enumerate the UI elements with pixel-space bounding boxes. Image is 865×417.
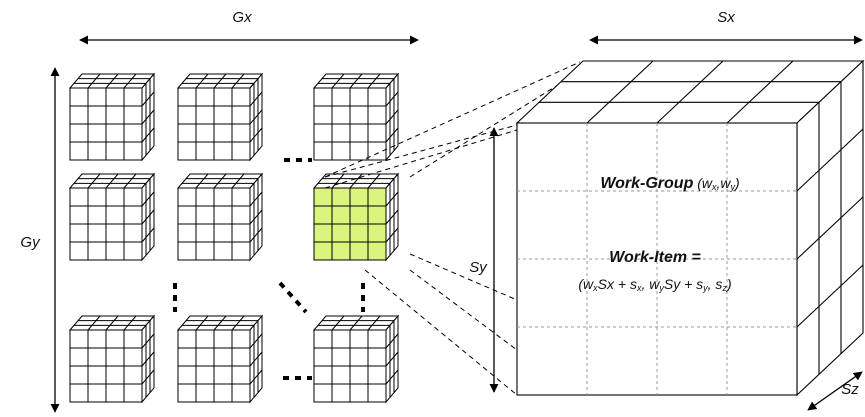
- work-group-sub-y: y: [730, 182, 736, 192]
- work-group-cube: [68, 172, 156, 262]
- sz-label: Sz: [841, 381, 859, 398]
- work-item-f1: (w: [578, 276, 594, 292]
- work-group-cube-expanded: [515, 59, 865, 397]
- work-item-s3: y: [658, 283, 664, 293]
- work-group-cube: [68, 72, 156, 162]
- work-item-f2: Sx + s: [598, 276, 637, 292]
- work-item-s1: x: [592, 283, 598, 293]
- work-group-coords-close: ): [733, 175, 740, 191]
- work-item-f4: Sy + s: [664, 276, 703, 292]
- work-item-f6: ): [725, 276, 732, 292]
- work-group-coords-sep: ,w: [717, 175, 732, 191]
- sz-arrow: [807, 371, 863, 411]
- ellipsis-diagonal: [278, 281, 308, 314]
- work-group-cube: [176, 72, 264, 162]
- work-group-cube: [176, 314, 264, 404]
- work-item-f3: , w: [641, 276, 660, 292]
- work-item-formula: (wxSx + sx, wySy + sy, sz): [578, 276, 731, 293]
- work-item-title: Work-Item =: [609, 249, 701, 266]
- sy-label: Sy: [469, 259, 488, 276]
- work-group-cube: [176, 172, 264, 262]
- work-group-coords-open: (w: [693, 175, 713, 191]
- work-item-f5: , s: [708, 276, 723, 292]
- work-group-title: Work-Group: [600, 175, 693, 192]
- work-group-cube: [312, 72, 400, 162]
- work-group-sub-x: x: [711, 182, 717, 192]
- work-item-s5: z: [721, 283, 727, 293]
- work-group-cube-highlighted: [312, 172, 400, 262]
- gy-label: Gy: [20, 234, 41, 251]
- work-group-grid: [68, 72, 400, 404]
- work-group-cube: [312, 314, 400, 404]
- work-group-cube: [68, 314, 156, 404]
- dimension-arrows: [50, 35, 863, 413]
- gx-label: Gx: [232, 9, 252, 26]
- ellipsis-dots: [173, 158, 365, 380]
- work-item-s2: x: [636, 283, 642, 293]
- work-group-label: Work-Group (wx,wy): [600, 175, 739, 192]
- sx-label: Sx: [717, 9, 735, 26]
- work-item-s4: y: [702, 283, 708, 293]
